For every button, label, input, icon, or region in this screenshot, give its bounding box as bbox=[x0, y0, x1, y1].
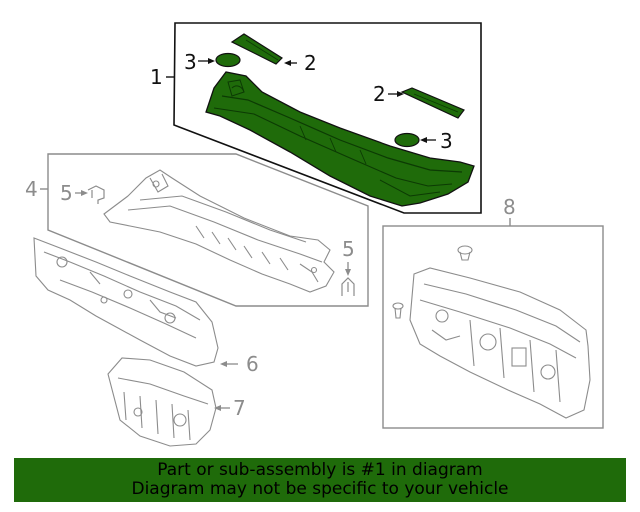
callout-1[interactable]: 1 bbox=[150, 65, 163, 89]
cowl-top-panel[interactable] bbox=[205, 71, 475, 207]
cap-upper[interactable] bbox=[215, 52, 241, 68]
callout-4[interactable]: 4 bbox=[25, 177, 38, 201]
callout-7-arrow bbox=[214, 405, 230, 411]
callout-5b-arrow bbox=[345, 262, 351, 276]
callout-6[interactable]: 6 bbox=[246, 352, 259, 376]
highlight-notice-banner: Part or sub-assembly is #1 in diagram Di… bbox=[14, 458, 626, 502]
cap-right[interactable] bbox=[394, 132, 420, 148]
instrument-panel[interactable] bbox=[409, 267, 591, 419]
assembly-4-group[interactable]: 4 5 5 bbox=[25, 153, 369, 307]
fastener-left[interactable] bbox=[392, 302, 404, 319]
callout-2a[interactable]: 2 bbox=[304, 51, 317, 75]
dash-panel-6[interactable] bbox=[33, 237, 219, 367]
callout-3a-arrow bbox=[198, 58, 215, 64]
assembly-1-frame bbox=[173, 22, 482, 214]
fastener-top[interactable] bbox=[457, 245, 473, 261]
callout-2a-arrow bbox=[284, 60, 297, 66]
assembly-8-group[interactable]: 8 bbox=[382, 195, 604, 429]
callout-6-arrow bbox=[220, 361, 238, 367]
clip-5a[interactable] bbox=[87, 185, 105, 204]
banner-line-2: Diagram may not be specific to your vehi… bbox=[131, 479, 509, 499]
callout-3b[interactable]: 3 bbox=[440, 129, 453, 153]
seal-strip-right[interactable] bbox=[400, 87, 465, 119]
callout-8[interactable]: 8 bbox=[503, 195, 516, 219]
callout-5a-arrow bbox=[75, 190, 88, 196]
callout-3b-arrow bbox=[420, 137, 436, 143]
cowl-lower-panel[interactable] bbox=[103, 169, 335, 293]
seal-strip-upper[interactable] bbox=[230, 33, 283, 65]
dash-lower-7[interactable] bbox=[107, 357, 217, 447]
assembly-1-group[interactable]: 1 2 3 bbox=[150, 22, 482, 214]
callout-5b[interactable]: 5 bbox=[342, 237, 355, 261]
callout-7[interactable]: 7 bbox=[233, 396, 246, 420]
assembly-8-frame bbox=[382, 225, 604, 429]
callout-2b-arrow bbox=[388, 91, 404, 97]
clip-5b[interactable] bbox=[341, 277, 355, 296]
callout-2b[interactable]: 2 bbox=[373, 82, 386, 106]
assembly-4-frame bbox=[47, 153, 369, 307]
banner-line-1: Part or sub-assembly is #1 in diagram bbox=[157, 460, 483, 480]
callout-5a[interactable]: 5 bbox=[60, 181, 73, 205]
callout-3a[interactable]: 3 bbox=[184, 50, 197, 74]
